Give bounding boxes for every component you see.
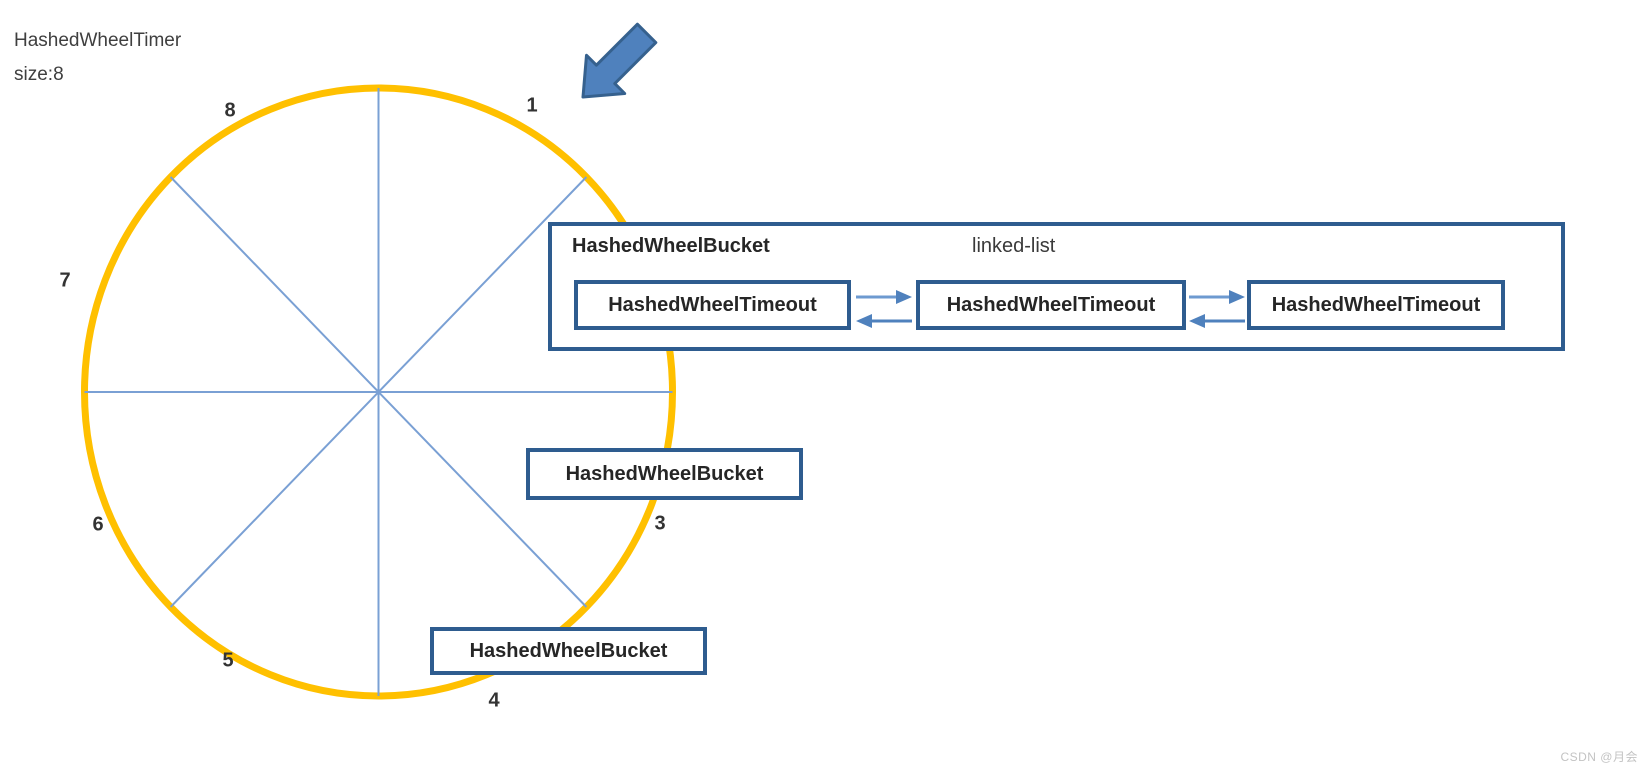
link-arrows-icon-2	[1189, 290, 1245, 328]
bucket-box-slot-4: HashedWheelBucket	[430, 627, 707, 675]
wheel-spoke-diagonal-nw-se	[169, 176, 588, 608]
wheel-slot-label-1: 1	[526, 94, 538, 117]
pointer-arrow-icon	[581, 22, 658, 99]
watermark: CSDN @月会	[1560, 750, 1638, 764]
wheel-slot-label-6: 6	[92, 513, 104, 536]
bucket-box-slot-3: HashedWheelBucket	[526, 448, 803, 500]
wheel-slot-label-4: 4	[488, 689, 500, 712]
prev-arrow-icon	[856, 314, 912, 328]
bucket-detail-box: HashedWheelBucket linked-list HashedWhee…	[548, 222, 1565, 351]
next-arrow-icon	[1189, 290, 1245, 304]
prev-arrow-icon	[1189, 314, 1245, 328]
linked-list-label: linked-list	[972, 235, 1056, 257]
diagram-title: HashedWheelTimer	[14, 30, 182, 51]
wheel-slot-label-7: 7	[59, 269, 71, 292]
wheel-slot-label-5: 5	[222, 649, 234, 672]
title-block: HashedWheelTimer size:8	[14, 24, 181, 92]
bucket-detail-title: HashedWheelBucket	[572, 235, 770, 257]
link-arrows-icon-1	[856, 290, 912, 328]
next-arrow-icon	[856, 290, 912, 304]
timeout-node-2: HashedWheelTimeout	[916, 280, 1186, 330]
wheel-slot-label-3: 3	[654, 512, 666, 535]
timeout-node-3: HashedWheelTimeout	[1247, 280, 1505, 330]
diagram-size-label: size:8	[14, 64, 64, 85]
timeout-node-1: HashedWheelTimeout	[574, 280, 851, 330]
wheel-slot-label-8: 8	[224, 99, 236, 122]
